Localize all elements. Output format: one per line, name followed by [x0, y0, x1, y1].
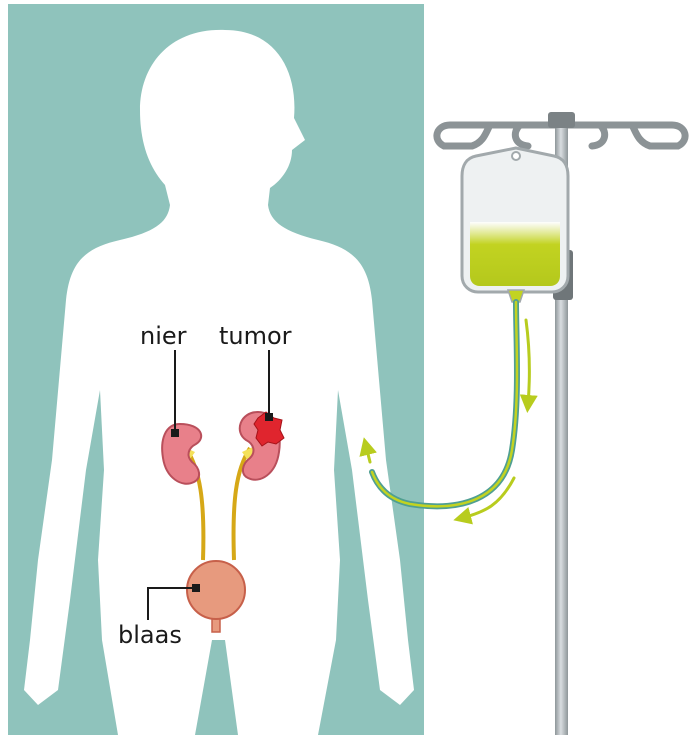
- label-bladder: blaas: [118, 621, 182, 649]
- label-tumor: tumor: [219, 322, 292, 350]
- endpoint-bladder: [192, 584, 200, 592]
- bag-hanger-hole: [512, 152, 520, 160]
- flow-arrow-down: [526, 320, 529, 404]
- iv-bag: [462, 148, 568, 302]
- flow-arrow-curve: [462, 478, 514, 518]
- endpoint-kidney: [171, 429, 179, 437]
- iv-fluid: [470, 222, 560, 286]
- iv-pole-clamp: [548, 112, 575, 128]
- label-kidney: nier: [140, 322, 187, 350]
- endpoint-tumor: [265, 413, 273, 421]
